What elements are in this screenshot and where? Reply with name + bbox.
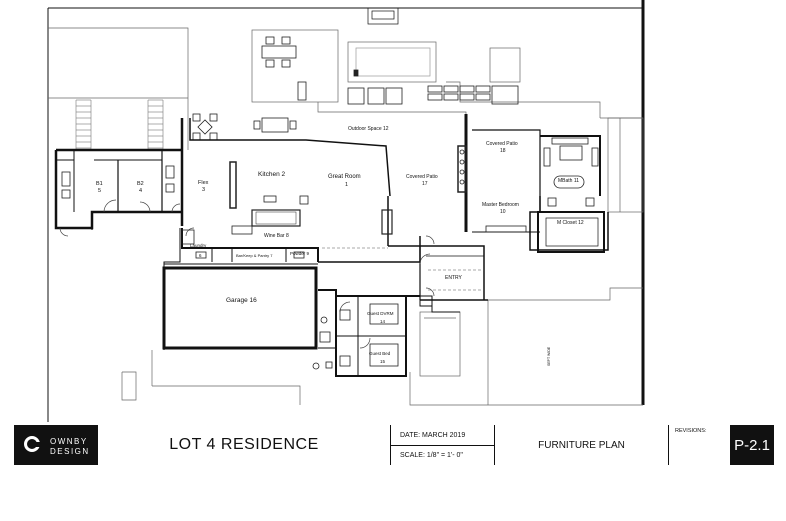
room-number-great-room: 1 <box>345 182 348 188</box>
room-label-entry: ENTRY <box>445 275 463 281</box>
room-number-guest-dvrm: 14 <box>380 319 386 324</box>
room-number-guest-bed: 15 <box>380 359 386 364</box>
revisions-box: REVISIONS: <box>668 425 730 465</box>
room-number-covered-patio-18: 18 <box>500 148 506 154</box>
room-number-b1: 5 <box>98 188 101 194</box>
sheet-title: FURNITURE PLAN <box>494 425 668 465</box>
room-label-b1: B1 <box>96 181 103 187</box>
room-label-b2: B2 <box>137 181 144 187</box>
room-label-guest-bed: Guest Bed <box>369 351 391 356</box>
stair-treads <box>75 99 164 150</box>
room-number-covered-patio-17: 17 <box>422 181 428 187</box>
site-lines <box>48 7 644 406</box>
room-number-master-bedroom: 10 <box>500 209 506 215</box>
outdoor-furniture <box>192 36 519 141</box>
room-label-covered-patio-17: Covered Patio <box>406 174 438 180</box>
vertical-note: SEPT WIDE <box>547 346 551 366</box>
room-label-m-closet: M Closet 12 <box>557 220 584 226</box>
sheet-number: P-2.1 <box>730 425 774 465</box>
logo-mark-icon <box>24 436 41 452</box>
room-number-laundry: 6 <box>199 253 202 258</box>
logo-line-2: DESIGN <box>50 447 90 456</box>
scale-field: SCALE: 1/8" = 1'- 0" <box>390 445 494 465</box>
room-label-master-bedroom: Master Bedroom <box>482 202 519 208</box>
room-label-garage: Garage 16 <box>226 297 257 304</box>
date-field: DATE: MARCH 2019 <box>390 425 494 445</box>
door-swings <box>59 199 435 349</box>
room-label-wine-bar: Wine Bar 8 <box>264 233 289 239</box>
room-label-great-room: Great Room <box>328 174 361 180</box>
room-labels: B1 5 B2 4 Flex 3 Kitchen 2 Great Room 1 … <box>96 126 584 366</box>
room-label-laundry: Laundry <box>190 243 207 248</box>
room-label-kitchen: Kitchen 2 <box>258 171 285 178</box>
logo-line-1: OWNBY <box>50 437 88 446</box>
revisions-label: REVISIONS: <box>675 428 707 434</box>
room-label-outdoor-space: Outdoor Space 12 <box>348 126 389 132</box>
floor-plan: B1 5 B2 4 Flex 3 Kitchen 2 Great Room 1 … <box>47 0 645 422</box>
room-label-flex: Flex <box>198 180 209 186</box>
room-number-b2: 4 <box>139 188 142 194</box>
room-label-pantry: Bar/Keep & Pantry 7 <box>236 253 273 258</box>
title-block: OWNBY DESIGN LOT 4 RESIDENCE DATE: MARCH… <box>14 425 774 465</box>
overhead-lines <box>322 247 484 291</box>
interior-furniture <box>61 137 599 370</box>
firm-logo: OWNBY DESIGN <box>14 425 98 465</box>
project-name: LOT 4 RESIDENCE <box>169 436 319 453</box>
walls <box>54 114 609 377</box>
room-label-powder: Powder 9 <box>290 251 310 256</box>
room-label-covered-patio-18: Covered Patio <box>486 141 518 147</box>
room-number-flex: 3 <box>202 187 205 193</box>
room-label-mbath: MBath 11 <box>558 178 579 184</box>
room-label-guest-dvrm: Guest DVRM <box>367 311 394 316</box>
